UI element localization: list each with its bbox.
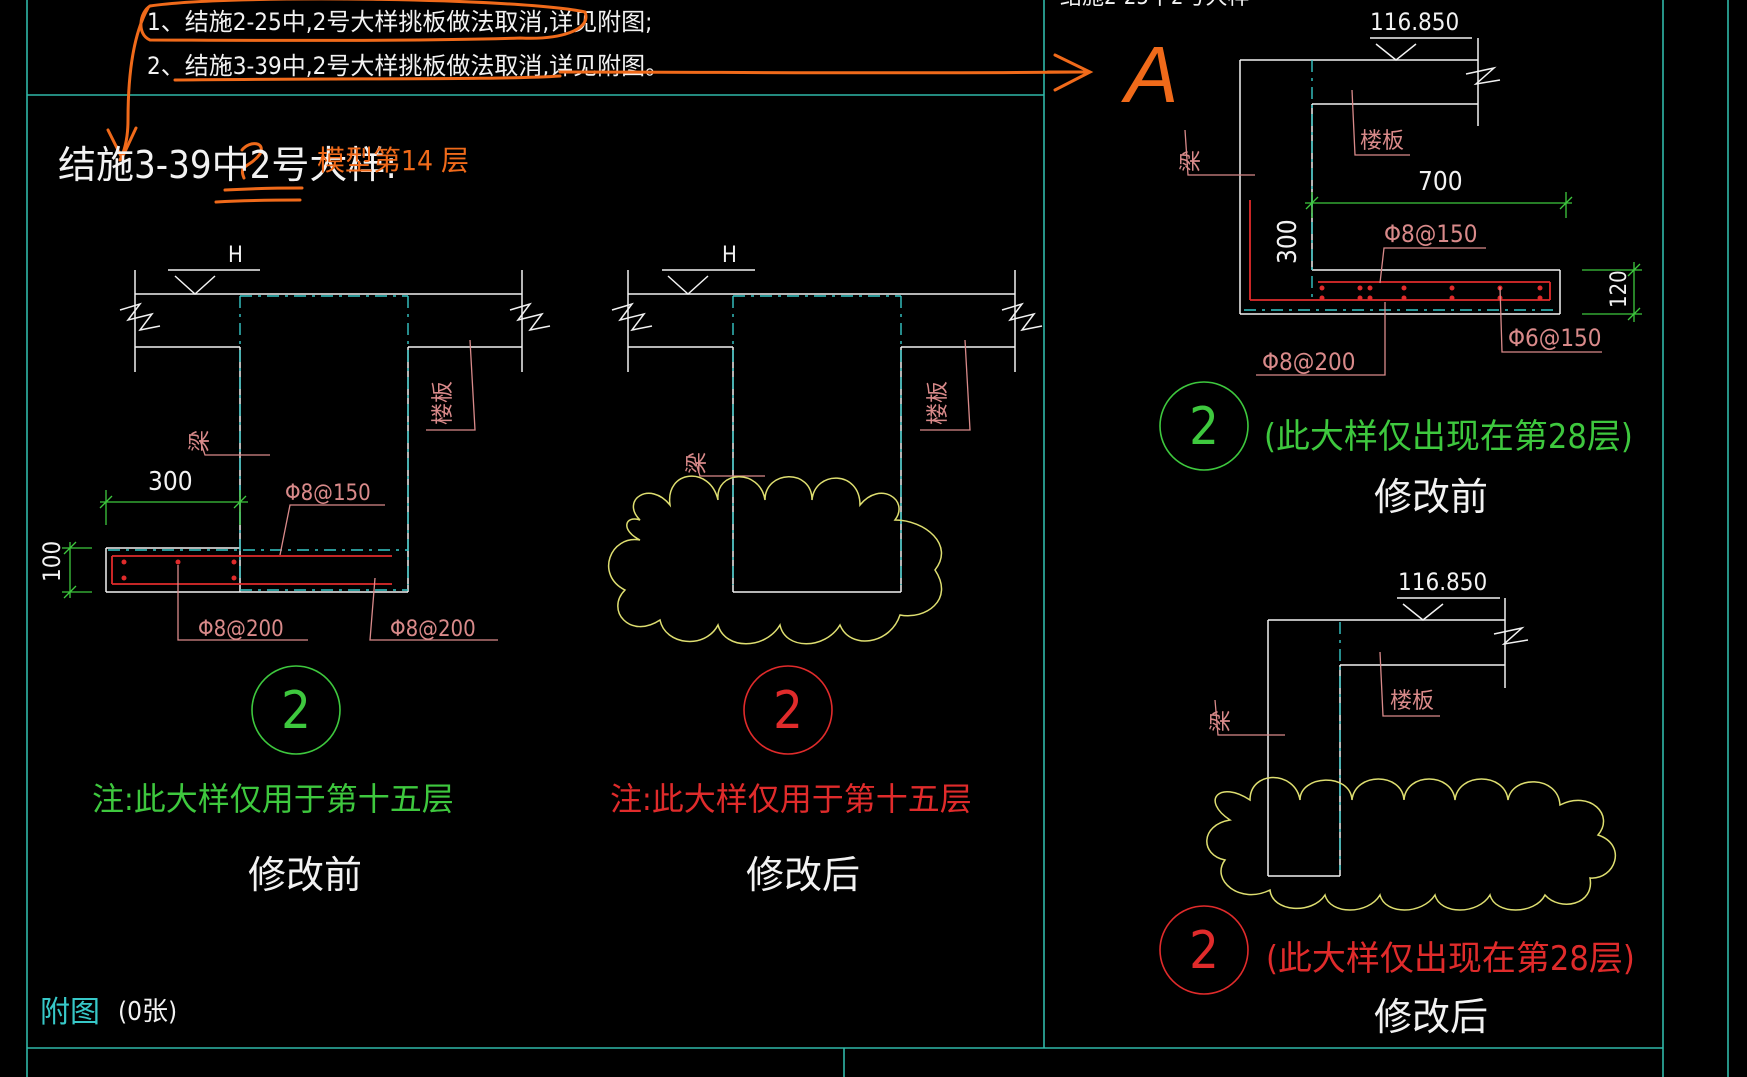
markup-left-curve	[118, 6, 150, 162]
right-header-fragment: 结施2-25中2号大样	[1060, 0, 1250, 10]
detail-caption: 修改前	[248, 853, 362, 897]
detail-number-circle	[251, 665, 341, 755]
detail-number: 2	[281, 681, 311, 741]
detail-caption: 修改后	[746, 853, 860, 897]
beam-label: 梁	[1179, 150, 1204, 172]
detail-number: 2	[1189, 921, 1219, 981]
detail-caption: 修改后	[1374, 995, 1488, 1039]
rebar-top-label: Φ8@150	[1384, 220, 1478, 248]
detail-number-circle	[1159, 381, 1249, 471]
markup-left-arrow-icon	[106, 126, 138, 162]
elevation-label: H	[228, 243, 243, 268]
detail-left-after: H 楼板 梁 2 注:此大样仅用于第十五层 修改后	[607, 243, 1043, 897]
slab-label: 楼板	[431, 381, 456, 425]
beam-label: 梁	[188, 430, 213, 452]
rebar-bottom-label: Φ8@200	[1262, 348, 1356, 376]
arrow-icon	[1046, 53, 1094, 92]
beam-label: 梁	[685, 452, 710, 474]
detail-note: (此大样仅出现在第28层)	[1266, 939, 1635, 979]
note-line-1: 1、结施2-25中,2号大样挑板做法取消,详见附图;	[147, 8, 652, 36]
detail-number: 2	[773, 681, 803, 741]
dim-length: 700	[1418, 167, 1463, 197]
elevation-label: 116.850	[1398, 568, 1487, 596]
detail-number-circle	[1159, 905, 1249, 995]
detail-right-after: 116.850 楼板 梁 2 (此大样仅出现在第28层) 修改后	[1159, 568, 1635, 1039]
elevation-label: H	[722, 243, 737, 268]
revision-cloud	[607, 475, 943, 645]
dim-thickness: 120	[1607, 270, 1632, 308]
dim-width: 300	[148, 467, 193, 497]
detail-number: 2	[1189, 397, 1219, 457]
detail-left-before: H 楼板 梁 Φ8@150 Φ8@	[38, 243, 551, 897]
detail-right-before: 116.850 楼板 梁 Φ8@150	[1159, 8, 1642, 519]
markup-underline	[173, 74, 562, 82]
slab-label: 楼板	[1360, 129, 1404, 154]
annotation-letter-a: A	[1121, 30, 1178, 119]
attachment-count: (0张)	[118, 997, 177, 1027]
drawing-frame	[26, 0, 1729, 1077]
markup-annotations	[106, 0, 1094, 204]
dim-depth: 300	[1273, 219, 1303, 264]
rebar-right-label: Φ6@150	[1508, 324, 1602, 352]
beam-label: 梁	[1209, 710, 1234, 732]
detail-title-suffix: 模型第14 层	[317, 144, 469, 177]
detail-note: 注:此大样仅用于第十五层	[92, 780, 454, 818]
detail-title: 结施3-39中2号大样:	[58, 143, 397, 187]
rebar-top-label: Φ8@150	[285, 481, 371, 506]
markup-loop	[139, 0, 588, 42]
revision-cloud	[1206, 776, 1617, 911]
markup-pointer-line	[558, 70, 1082, 75]
markup-circle	[240, 142, 263, 180]
detail-caption: 修改前	[1374, 475, 1488, 519]
rebar-bottom-right-label: Φ8@200	[390, 617, 476, 642]
detail-number-circle	[743, 665, 833, 755]
elevation-label: 116.850	[1370, 8, 1459, 36]
slab-label: 楼板	[1390, 689, 1434, 714]
slab-label: 楼板	[926, 381, 951, 425]
attachment-label[interactable]: 附图	[40, 995, 100, 1030]
detail-note: 注:此大样仅用于第十五层	[610, 780, 972, 818]
markup-underline-title	[214, 186, 304, 204]
detail-note: (此大样仅出现在第28层)	[1264, 417, 1633, 457]
dim-thickness: 100	[38, 541, 66, 582]
rebar-bottom-left-label: Φ8@200	[198, 617, 284, 642]
note-line-2: 2、结施3-39中,2号大样挑板做法取消,详见附图。	[147, 52, 669, 80]
